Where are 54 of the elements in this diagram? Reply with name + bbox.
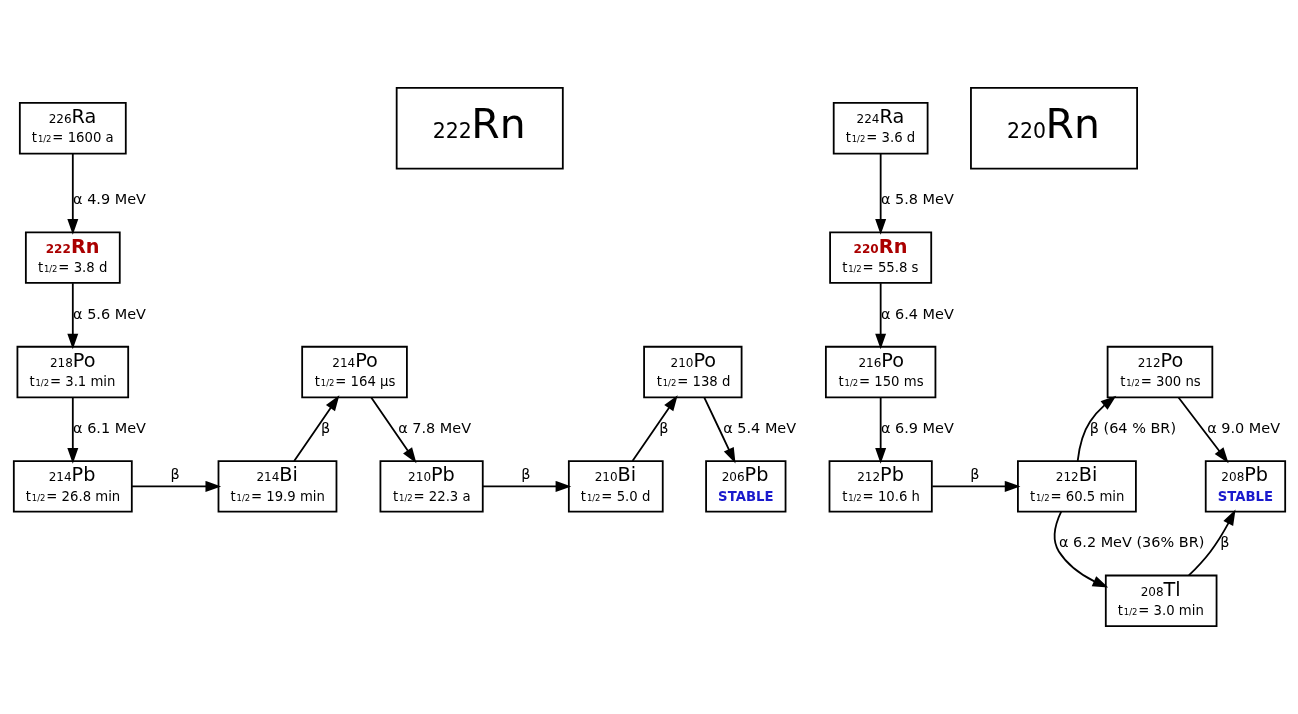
node-box: 210Po t1/2= 138 d [642,345,742,399]
arrow [130,480,221,492]
arrow [481,480,571,492]
edge-label: α 7.8 MeV [397,419,471,436]
arrow [1076,395,1116,462]
arrow [292,395,339,462]
arrow [66,153,78,235]
arrow [930,480,1020,492]
node-box: 208Tl t1/2= 3.0 min [1104,574,1217,627]
node-box: 206Pb STABLE [704,460,786,513]
edge-label: α 9.0 MeV [1206,419,1280,436]
node-box: 218Po t1/2= 3.1 min [16,345,129,399]
edge-label: α 6.4 MeV [880,305,954,322]
arrow [874,282,886,350]
arrow [369,396,416,464]
node-box: 212Bi t1/2= 60.5 min [1016,460,1137,513]
edge-label: β [170,465,180,482]
edge-label: β [520,465,530,482]
node-box: 222Rn t1/2= 3.8 d [24,231,121,284]
node-box: 214Bi t1/2= 19.9 min [217,460,337,513]
edge-label: β [969,465,979,482]
node-box: 226Ra t1/2= 1600 a [18,102,127,155]
node-box: 224Ra t1/2= 3.6 d [832,102,928,155]
node-box: 212Po t1/2= 300 ns [1106,345,1213,399]
edge-label: α 5.6 MeV [72,305,146,322]
edge-label: β (64 % BR) [1089,419,1176,436]
arrow [1053,510,1108,588]
node-box: 210Bi t1/2= 5.0 d [567,460,664,513]
edge-label: α 6.1 MeV [72,419,146,436]
node-box: 220Rn [969,87,1138,170]
node-box: 216Po t1/2= 150 ms [824,345,936,399]
edge-label: α 5.4 MeV [722,419,796,436]
node-box: 214Pb t1/2= 26.8 min [12,460,133,513]
edge-label: β [1219,534,1230,551]
node-box: 214Po t1/2= 164 µs [300,345,408,399]
edge-label: α 4.9 MeV [72,191,146,208]
arrow [1187,509,1236,577]
arrow [631,395,678,462]
node-box: 222Rn [395,87,564,170]
edge-label: α 6.9 MeV [880,419,954,436]
node-box: 208Pb STABLE [1204,460,1286,513]
arrow [66,282,78,350]
edge-label: α 6.2 MeV (36% BR) [1058,534,1204,551]
edge-label: α 5.8 MeV [880,191,954,208]
edge-label: β [658,419,669,436]
arrow [874,396,886,464]
arrow [702,396,735,464]
arrow [66,396,78,464]
node-box: 210Pb t1/2= 22.3 a [379,460,484,513]
node-box: 212Pb t1/2= 10.6 h [828,460,933,513]
node-box: 220Rn t1/2= 55.8 s [828,231,932,284]
arrow [874,153,886,235]
edge-label: β [320,419,330,436]
arrow [1177,396,1229,464]
